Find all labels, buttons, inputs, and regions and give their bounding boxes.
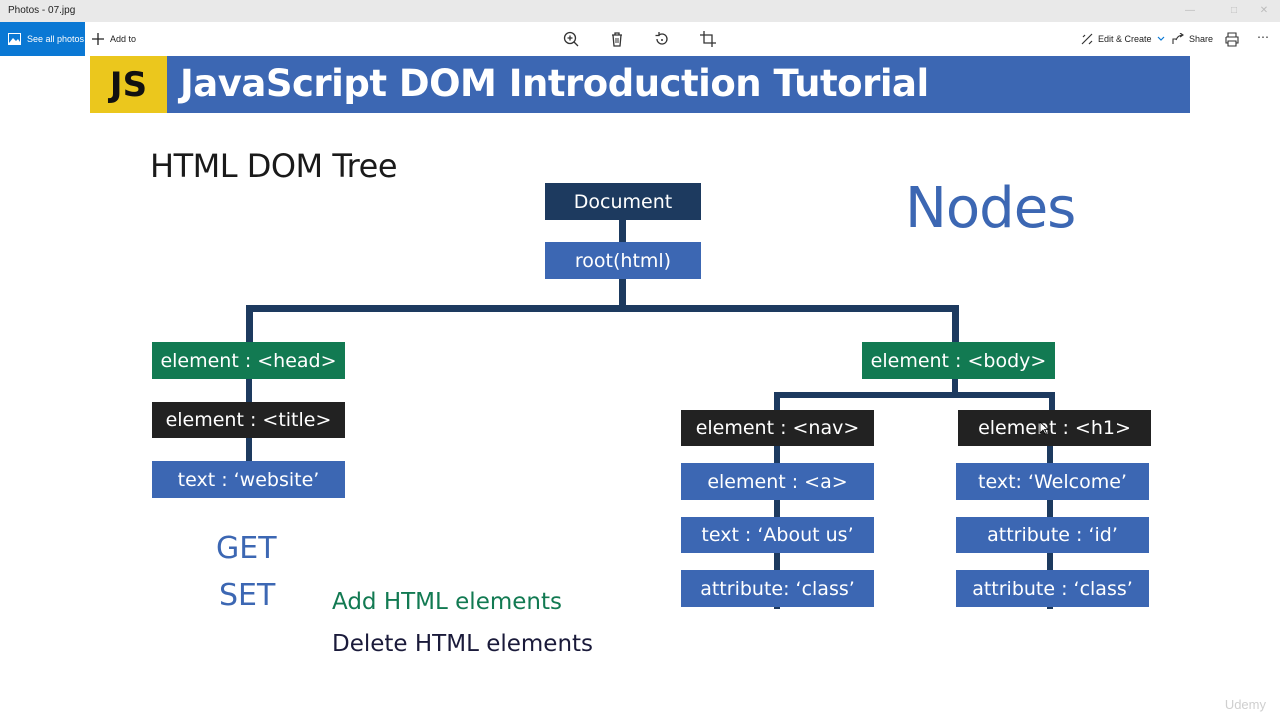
maximize-button[interactable]: □ bbox=[1230, 5, 1238, 16]
share-button[interactable]: Share bbox=[1172, 22, 1213, 56]
node-h1-text: text: ‘Welcome’ bbox=[956, 463, 1149, 500]
edit-create-label: Edit & Create bbox=[1098, 34, 1152, 44]
chevron-down-icon bbox=[1157, 36, 1164, 41]
get-label: GET bbox=[216, 531, 277, 566]
print-icon[interactable] bbox=[1224, 31, 1240, 47]
section-title: HTML DOM Tree bbox=[150, 147, 398, 185]
plus-icon bbox=[92, 33, 104, 45]
node-root-html: root(html) bbox=[545, 242, 701, 279]
window-titlebar: Photos - 07.jpg — □ ✕ bbox=[0, 0, 1280, 22]
node-title-text: text : ‘website’ bbox=[152, 461, 345, 498]
connector-to-body bbox=[952, 305, 959, 342]
node-body: element : <body> bbox=[862, 342, 1055, 379]
photos-icon bbox=[8, 33, 21, 45]
delete-icon[interactable] bbox=[608, 30, 626, 48]
share-label: Share bbox=[1189, 34, 1214, 44]
add-elements-label: Add HTML elements bbox=[332, 589, 562, 615]
connector-horizontal-main bbox=[246, 305, 959, 312]
window-title: Photos - 07.jpg bbox=[8, 5, 76, 16]
rotate-icon[interactable] bbox=[653, 30, 671, 48]
see-all-photos-button[interactable]: See all photos bbox=[0, 22, 85, 56]
node-h1-attribute-id: attribute : ‘id’ bbox=[956, 517, 1149, 553]
node-head: element : <head> bbox=[152, 342, 345, 379]
edit-create-icon bbox=[1081, 33, 1093, 45]
set-label: SET bbox=[219, 578, 276, 613]
connector-root-down bbox=[619, 279, 626, 307]
connector-body-horizontal bbox=[774, 392, 1055, 398]
node-nav-text: text : ‘About us’ bbox=[681, 517, 874, 553]
photo-viewer: JS JavaScript DOM Introduction Tutorial … bbox=[0, 56, 1280, 720]
node-title: element : <title> bbox=[152, 402, 345, 438]
connector-head-title bbox=[246, 378, 252, 402]
share-icon bbox=[1172, 33, 1184, 44]
more-options-icon[interactable]: ⋯ bbox=[1257, 30, 1269, 44]
nodes-title: Nodes bbox=[905, 176, 1076, 241]
edit-create-button[interactable]: Edit & Create bbox=[1081, 22, 1165, 56]
connector-to-head bbox=[246, 305, 253, 342]
node-h1: element : <h1> bbox=[958, 410, 1151, 446]
add-to-label: Add to bbox=[110, 34, 137, 44]
connector-to-nav bbox=[774, 392, 780, 410]
mouse-cursor-icon bbox=[1039, 421, 1049, 435]
connector-title-text bbox=[246, 437, 252, 461]
minimize-button[interactable]: — bbox=[1185, 5, 1195, 16]
connector-to-h1 bbox=[1049, 392, 1055, 410]
crop-icon[interactable] bbox=[699, 30, 717, 48]
add-to-button[interactable]: Add to bbox=[92, 22, 136, 56]
udemy-watermark: Udemy bbox=[1224, 697, 1266, 712]
node-document: Document bbox=[545, 183, 701, 220]
zoom-in-icon[interactable] bbox=[562, 30, 580, 48]
js-badge: JS bbox=[90, 56, 167, 113]
delete-elements-label: Delete HTML elements bbox=[332, 631, 594, 657]
photos-toolbar: See all photos Add to Edit & Create Shar… bbox=[0, 22, 1280, 56]
node-nav: element : <nav> bbox=[681, 410, 874, 446]
connector-body-down bbox=[952, 378, 958, 394]
banner-title: JavaScript DOM Introduction Tutorial bbox=[180, 62, 929, 105]
close-button[interactable]: ✕ bbox=[1259, 5, 1269, 16]
slide-banner bbox=[90, 56, 1190, 113]
connector-document-root bbox=[619, 220, 626, 242]
node-h1-attribute-class: attribute : ‘class’ bbox=[956, 570, 1149, 607]
node-nav-attribute: attribute: ‘class’ bbox=[681, 570, 874, 607]
node-nav-a: element : <a> bbox=[681, 463, 874, 500]
see-all-photos-label: See all photos bbox=[27, 34, 85, 44]
